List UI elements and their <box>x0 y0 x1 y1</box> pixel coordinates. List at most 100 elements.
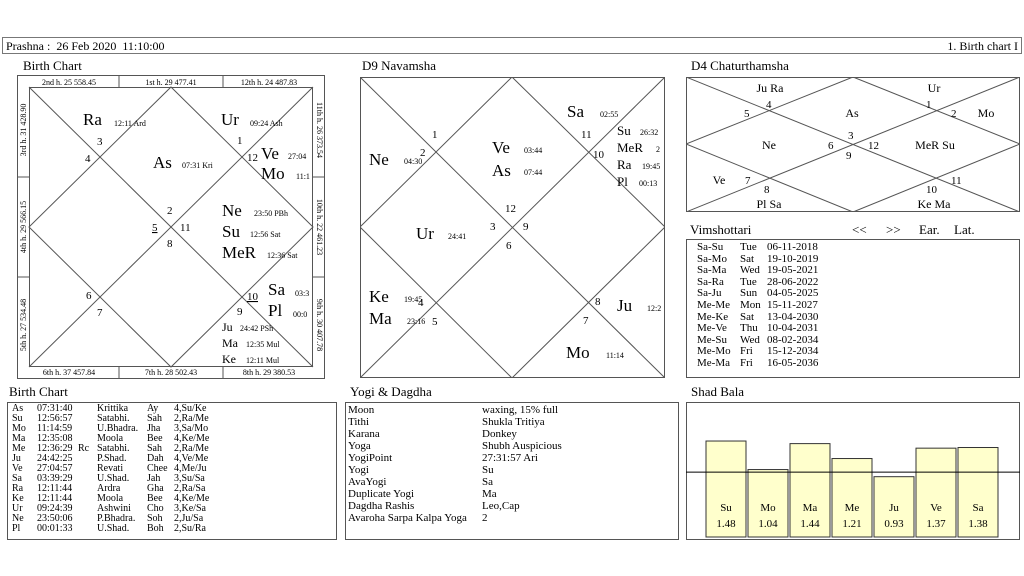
dasha-date: 28-06-2022 <box>767 275 819 288</box>
house-number: 6 <box>506 240 512 252</box>
dasha-date: 15-11-2027 <box>767 298 818 311</box>
planet-degree: 11:14 <box>606 351 624 360</box>
dasha-weekday: Thu <box>740 322 758 335</box>
house-number: 5 <box>744 108 750 120</box>
planet-ke: Ke <box>222 352 236 366</box>
planet-degree: 00:13 <box>639 179 657 188</box>
vimshottari-row[interactable]: Me-Me Mon 15-11-2027 <box>697 298 1019 312</box>
pada-lords: 2,Su/Ra <box>174 523 206 534</box>
planet-degree: 12:56 Sat <box>250 230 281 239</box>
planet-degree: 26:32 <box>640 128 658 137</box>
chart-selector[interactable]: 1. Birth chart I <box>947 39 1018 53</box>
syllable: Gha <box>147 483 164 494</box>
longitude: 00:01:33 <box>37 523 73 534</box>
planet-name: Pl <box>12 523 21 534</box>
d9-chart[interactable]: 1 2 3 4 5 6 7 8 9 10 11 12 Ne 04:30 Ve 0… <box>360 77 665 378</box>
planet-degree: 23:16 <box>407 317 425 326</box>
yogi-title: Yogi & Dagdha <box>350 384 432 399</box>
dasha-period: Sa-Ma <box>697 264 727 277</box>
planet-degree: 03:44 <box>524 146 542 155</box>
shad-bala-chart: Su1.48Mo1.04Ma1.44Me1.21Ju0.93Ve1.37Sa1.… <box>686 402 1020 540</box>
yogi-label: Avaroha Sarpa Kalpa Yoga <box>348 512 467 524</box>
planet-degree: 12:36 Sat <box>267 251 298 260</box>
planet-name: Ur <box>12 503 23 514</box>
yogi-value: 27:31:57 Ari <box>482 452 538 464</box>
house-number: 7 <box>745 175 751 187</box>
birth-chart[interactable]: 2nd h. 25 558.45 1st h. 29 477.41 12th h… <box>17 75 325 379</box>
pada-lords: 2,Ra/Me <box>174 413 209 424</box>
earlier-button[interactable]: Ear. <box>919 222 940 237</box>
prashna-datetime: Prashna : 26 Feb 2020 11:10:00 <box>6 39 165 53</box>
prev-button[interactable]: << <box>852 222 867 237</box>
house-number: 4 <box>766 99 772 111</box>
next-button[interactable]: >> <box>886 222 901 237</box>
yogi-label: Yoga <box>348 440 371 452</box>
border-top-2: 12th h. 24 487.83 <box>241 78 297 87</box>
planet-name: Ra <box>12 483 24 494</box>
house-number: 1 <box>926 99 932 111</box>
planet-degree: 2 <box>656 145 660 154</box>
d9-title: D9 Navamsha <box>362 58 437 73</box>
bar-sa <box>957 447 999 538</box>
planet-degree: 11:1 <box>296 172 310 181</box>
dasha-period: Me-Ve <box>697 322 727 335</box>
house-number: 11 <box>581 129 592 141</box>
bar-label: Ma <box>803 502 818 514</box>
planet-su: Su <box>617 123 631 138</box>
yogi-label: Yogi <box>348 464 369 476</box>
planet-mo: Mo <box>261 164 285 183</box>
yogi-value: Shukla Tritiya <box>482 416 545 428</box>
house-number: 2 <box>951 108 957 120</box>
bar-value: 0.93 <box>884 518 904 530</box>
planet-ne: Ne <box>369 150 389 169</box>
d4-chart[interactable]: 1 2 3 4 5 6 7 8 9 10 11 12 Ju Ra Ur As M… <box>686 77 1020 212</box>
house-number: 3 <box>848 130 854 142</box>
dasha-weekday: Mon <box>740 298 761 311</box>
dasha-date: 13-04-2030 <box>767 310 819 323</box>
vimshottari-row[interactable]: Sa-Ra Tue 28-06-2022 <box>697 275 1019 289</box>
later-button[interactable]: Lat. <box>954 222 975 237</box>
longitude: 09:24:39 <box>37 503 73 514</box>
pada-lords: 3,Su/Sa <box>174 473 205 484</box>
syllable: Sah <box>147 413 162 424</box>
dasha-period: Sa-Ra <box>697 275 724 288</box>
longitude: 23:50:06 <box>37 513 73 524</box>
bar-value: 1.44 <box>800 518 820 530</box>
planet-degree: 12:35 Mul <box>246 340 280 349</box>
house-number: 6 <box>828 140 834 152</box>
house-number: 3 <box>490 221 496 233</box>
dasha-weekday: Tue <box>740 275 757 288</box>
dasha-date: 06-11-2018 <box>767 241 818 253</box>
house-number: 2 <box>420 147 426 159</box>
nakshatra: Satabhi. <box>97 413 130 424</box>
dasha-period: Me-Mo <box>697 345 731 358</box>
pada-lords: 4,Ke/Me <box>174 433 210 444</box>
syllable: Ay <box>147 403 159 414</box>
dasha-period: Me-Me <box>697 298 730 311</box>
longitude: 24:42:25 <box>37 453 73 464</box>
nakshatra: Krittika <box>97 403 129 414</box>
dasha-period: Me-Su <box>697 333 727 346</box>
yogi-label: Dagdha Rashis <box>348 500 415 512</box>
pada-lords: 4,Ke/Me <box>174 493 210 504</box>
house-number: 11 <box>951 175 962 187</box>
yogi-label: Tithi <box>348 416 370 428</box>
birth-chart-title: Birth Chart <box>23 58 82 73</box>
bar-value: 1.04 <box>758 518 778 530</box>
